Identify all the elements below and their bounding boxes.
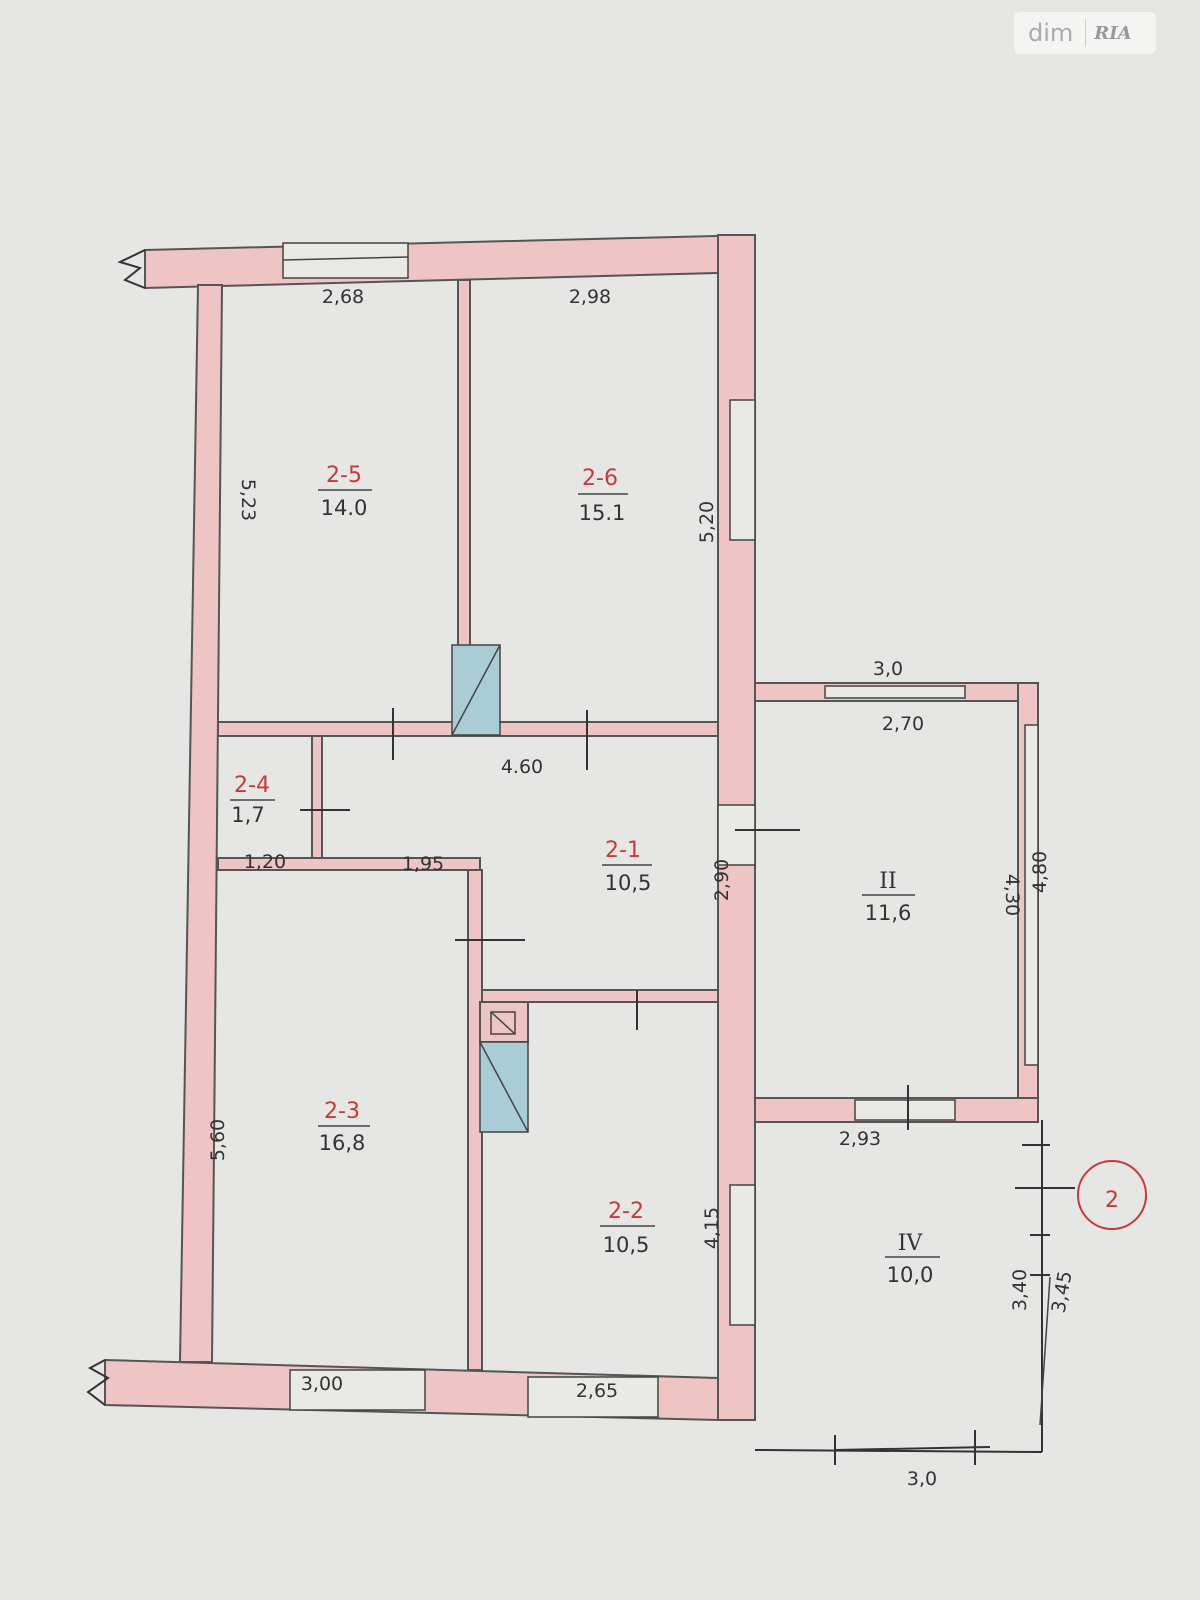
dimension: 5,60: [207, 1119, 229, 1161]
dimension: 4,30: [1001, 874, 1023, 916]
window-bottom-1: [289, 1369, 426, 1411]
room-id: 2-5: [326, 463, 362, 488]
dimension: 5,23: [237, 479, 259, 521]
dimension: 2,93: [839, 1128, 881, 1150]
room-id: II: [879, 869, 896, 894]
sheet-marker: 2: [1077, 1160, 1147, 1230]
watermark-brand2: RIA: [1094, 22, 1132, 44]
room-area: 1,7: [231, 803, 264, 827]
sheet-number: 2: [1105, 1188, 1119, 1213]
dimension: 1,20: [244, 851, 286, 873]
dimension: 2,68: [322, 286, 364, 308]
porch-outline: [754, 1120, 1075, 1465]
dimension: 2,90: [711, 859, 733, 901]
dimension: 3,00: [301, 1373, 343, 1395]
window-right-2: [729, 1184, 756, 1326]
dimension: 2,65: [576, 1380, 618, 1402]
dimension: 2,98: [569, 286, 611, 308]
room-id: 2-3: [324, 1099, 360, 1124]
dimension: 1,95: [402, 853, 444, 875]
watermark-logo: dim RIA: [1014, 12, 1156, 54]
room-id: 2-4: [234, 773, 270, 798]
room-area: 10,0: [887, 1263, 934, 1287]
left-wall: [178, 284, 224, 1363]
break-top-left: [117, 249, 146, 289]
room-id: 2-2: [608, 1199, 644, 1224]
door-marks: [300, 708, 909, 1130]
dimension: 4,15: [701, 1207, 723, 1249]
room-id: IV: [898, 1231, 924, 1256]
top-wall: [144, 233, 756, 290]
room-labels: 2-5 14.0 2-6 15.1 2-4 1,7 2-1 10,5 2-3 1…: [230, 463, 940, 1287]
door-right: [717, 804, 756, 866]
walls: [86, 233, 1039, 1422]
room-area: 10,5: [605, 871, 652, 895]
room-area: 10,5: [603, 1233, 650, 1257]
window-top: [282, 242, 409, 279]
room-area: 15.1: [579, 501, 626, 525]
break-bottom-left: [86, 1359, 110, 1406]
dimension-labels: 2,68 2,98 5,23 5,20 3,0 2,70 4.60 1,20 1…: [207, 286, 1077, 1490]
dimension: 3,0: [907, 1468, 937, 1490]
dimension: 5,20: [696, 501, 718, 543]
dimension: 3,40: [1009, 1269, 1031, 1311]
dimension: 2,70: [882, 713, 924, 735]
dimension: 4.60: [501, 756, 543, 778]
room-area: 14.0: [321, 496, 368, 520]
window-right-1: [729, 399, 756, 541]
dimension: 4,80: [1029, 851, 1051, 893]
room-id: 2-1: [605, 838, 641, 863]
chimney-middle: [479, 1001, 529, 1043]
watermark-brand: dim: [1014, 19, 1087, 47]
room-area: 16,8: [319, 1131, 366, 1155]
dimension: 3,45: [1048, 1269, 1077, 1314]
room-area: 11,6: [865, 901, 912, 925]
room-id: 2-6: [582, 466, 618, 491]
dimension: 3,0: [873, 658, 903, 680]
window-bottom-2: [527, 1376, 659, 1418]
